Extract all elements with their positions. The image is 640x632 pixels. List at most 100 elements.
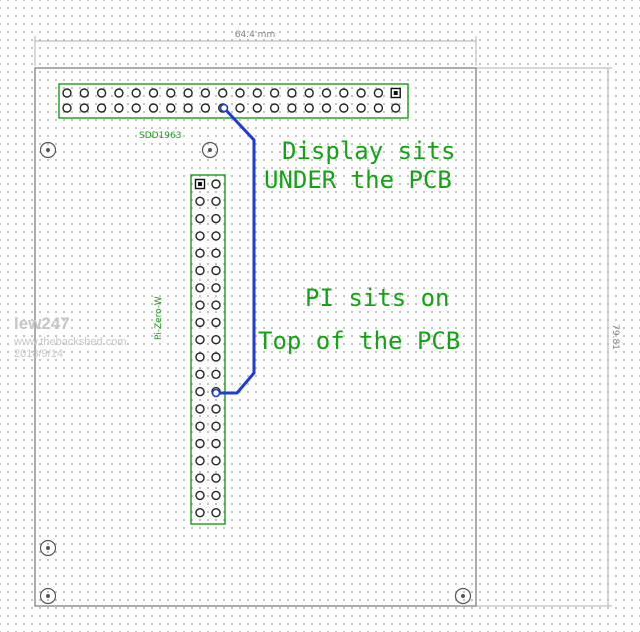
pin-pad[interactable] [211, 179, 221, 189]
pin-pad[interactable] [195, 438, 205, 449]
pin-pad[interactable] [183, 88, 193, 98]
pin-pad[interactable] [195, 265, 205, 276]
display-header-label: SDD1963 [139, 131, 181, 141]
pin-pad[interactable] [269, 103, 280, 113]
mounting-hole[interactable] [39, 587, 57, 605]
display-header-pins [62, 87, 401, 113]
pin-pad[interactable] [195, 386, 205, 397]
pin-pad[interactable] [252, 103, 262, 113]
pin-pad[interactable] [62, 88, 72, 98]
height-dimension: 79.81 [476, 67, 620, 607]
pin-pad[interactable] [304, 103, 314, 113]
pin-pad[interactable] [195, 421, 205, 431]
pin-1-pad[interactable] [194, 178, 206, 190]
pin-pad[interactable] [148, 88, 159, 98]
pin-pad[interactable] [252, 88, 262, 98]
pin-pad[interactable] [211, 438, 221, 449]
pin-pad[interactable] [96, 103, 107, 113]
pi-header-outline [190, 174, 226, 525]
board-outline [34, 67, 477, 607]
pin-pad[interactable] [211, 283, 221, 293]
pin-pad[interactable] [321, 88, 332, 98]
trace-wire[interactable] [216, 106, 256, 395]
pin-pad[interactable] [235, 88, 245, 98]
via[interactable] [219, 103, 229, 113]
note-display-line2: UNDER the PCB [264, 166, 452, 194]
pin-pad[interactable] [148, 103, 159, 113]
pin-pad[interactable] [195, 490, 205, 501]
width-dimension-label: 64.4 mm [235, 30, 275, 40]
pin-pad[interactable] [195, 213, 205, 224]
pin-pad[interactable] [211, 265, 221, 276]
mounting-hole[interactable] [201, 141, 219, 159]
pin-pad[interactable] [195, 456, 205, 466]
pin-pad[interactable] [211, 508, 221, 518]
pin-pad[interactable] [211, 473, 221, 483]
pin-pad[interactable] [211, 456, 221, 466]
pin-pad[interactable] [321, 103, 332, 113]
pin-pad[interactable] [195, 369, 205, 379]
pin-1-pad[interactable] [390, 87, 401, 99]
pin-pad[interactable] [211, 231, 221, 241]
pin-pad[interactable] [269, 88, 280, 98]
pin-pad[interactable] [200, 103, 211, 113]
pin-pad[interactable] [391, 103, 401, 113]
pin-pad[interactable] [195, 317, 205, 328]
pin-pad[interactable] [166, 88, 176, 98]
pin-pad[interactable] [211, 404, 221, 414]
note-display-line1: Display sits [282, 137, 455, 165]
pin-pad[interactable] [235, 103, 245, 113]
pin-pad[interactable] [166, 103, 176, 113]
pin-pad[interactable] [131, 88, 141, 98]
mounting-hole[interactable] [454, 587, 472, 605]
pin-pad[interactable] [373, 103, 384, 113]
mounting-hole[interactable] [39, 539, 57, 557]
pin-pad[interactable] [195, 283, 205, 293]
pin-pad[interactable] [211, 490, 221, 501]
mounting-hole[interactable] [39, 141, 57, 159]
pin-pad[interactable] [114, 103, 124, 113]
pin-pad[interactable] [304, 88, 314, 98]
pin-pad[interactable] [373, 88, 384, 98]
pi-header-label: Pi-Zero-W [154, 296, 164, 340]
pin-pad[interactable] [339, 103, 349, 113]
pin-pad[interactable] [211, 248, 221, 258]
pin-pad[interactable] [211, 196, 221, 207]
pin-pad[interactable] [62, 103, 72, 113]
pin-pad[interactable] [211, 369, 221, 379]
pin-pad[interactable] [195, 196, 205, 207]
pin-pad[interactable] [79, 88, 90, 98]
watermark-date: 2018/9/14 [14, 348, 63, 360]
pin-pad[interactable] [287, 103, 297, 113]
via[interactable] [211, 388, 221, 398]
pin-pad[interactable] [211, 421, 221, 431]
pin-pad[interactable] [200, 88, 211, 98]
pin-pad[interactable] [195, 300, 205, 310]
pin-pad[interactable] [211, 352, 221, 362]
note-pi-line2: Top of the PCB [258, 327, 460, 355]
pin-pad[interactable] [211, 317, 221, 328]
pin-pad[interactable] [217, 88, 228, 98]
pin-pad[interactable] [114, 88, 124, 98]
pin-pad[interactable] [79, 103, 90, 113]
pin-pad[interactable] [195, 335, 205, 345]
display-header-outline [58, 83, 409, 119]
pin-pad[interactable] [195, 352, 205, 362]
pin-pad[interactable] [211, 213, 221, 224]
pin-pad[interactable] [356, 88, 366, 98]
pin-pad[interactable] [287, 88, 297, 98]
pin-pad[interactable] [195, 248, 205, 258]
pin-pad[interactable] [183, 103, 193, 113]
pin-pad[interactable] [195, 508, 205, 518]
pin-pad[interactable] [356, 103, 366, 113]
pin-pad[interactable] [195, 473, 205, 483]
pin-pad[interactable] [211, 335, 221, 345]
pin-pad[interactable] [195, 404, 205, 414]
pin-pad[interactable] [131, 103, 141, 113]
pin-pad[interactable] [96, 88, 107, 98]
pin-pad[interactable] [211, 300, 221, 310]
pin-pad[interactable] [195, 231, 205, 241]
pin-pad[interactable] [339, 88, 349, 98]
width-dimension: 64.4 mm [34, 30, 477, 66]
